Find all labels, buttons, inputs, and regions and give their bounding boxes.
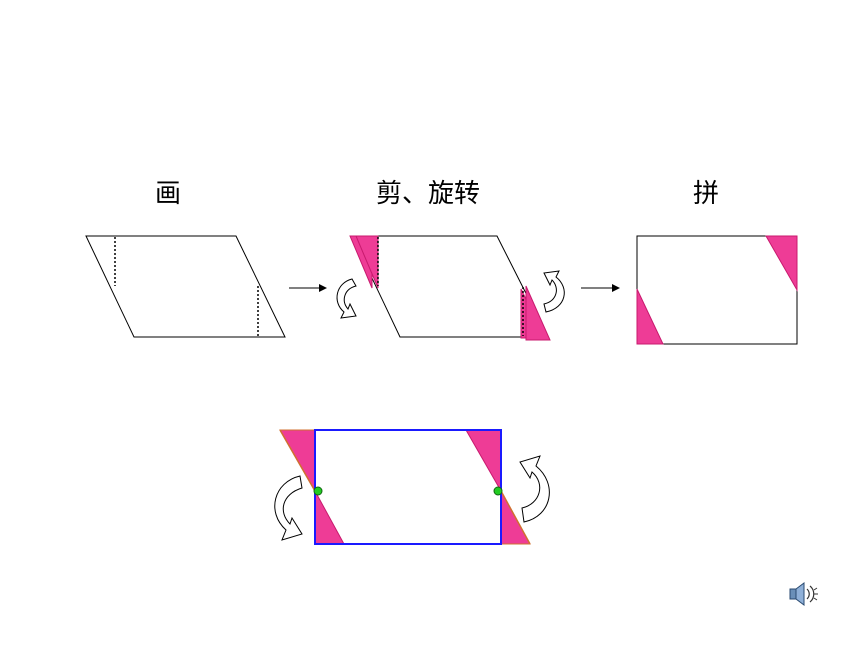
curved-rotate-arrow-icon (336, 278, 357, 319)
rectangle-joined (636, 235, 798, 345)
curved-rotate-arrow-icon (543, 270, 565, 313)
step-title-join: 拼 (692, 179, 719, 209)
triangle-piece (314, 490, 345, 545)
curved-rotate-arrow-icon (519, 455, 550, 523)
step-title-cut-rotate: 剪、旋转 (375, 179, 480, 209)
parallelogram-cut (349, 235, 551, 341)
triangle-piece (355, 235, 379, 289)
step-title-draw: 画 (154, 179, 181, 209)
speaker-icon[interactable] (786, 578, 820, 610)
parallelogram-draw (85, 235, 286, 338)
triangle-piece (465, 429, 502, 493)
composite-diagram (279, 429, 531, 545)
rectangle-outline (314, 429, 502, 545)
pivot-point (493, 486, 503, 496)
triangle-piece (636, 288, 664, 345)
pivot-point (313, 486, 323, 496)
triangle-piece (525, 285, 551, 341)
curved-rotate-arrow-icon (274, 475, 303, 541)
triangle-piece (765, 235, 798, 292)
